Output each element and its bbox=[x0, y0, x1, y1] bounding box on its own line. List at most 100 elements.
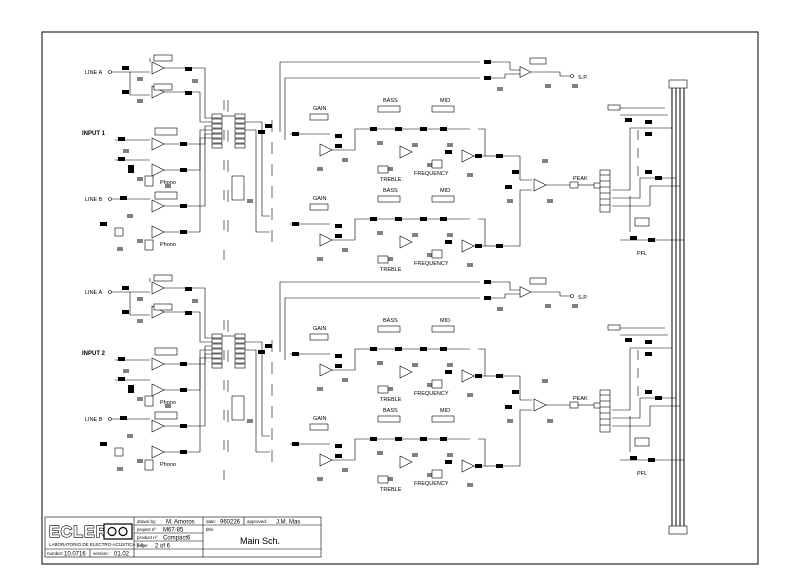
switch-contact bbox=[234, 143, 246, 149]
svg-text:title:: title: bbox=[206, 527, 214, 532]
pfl-block bbox=[634, 217, 650, 227]
resistor bbox=[484, 60, 491, 64]
bass-label: BASS bbox=[383, 188, 398, 194]
resistor bbox=[122, 286, 129, 290]
opamp-symbol bbox=[399, 145, 413, 159]
phono-label: Phono bbox=[160, 400, 176, 406]
feedback-block bbox=[529, 57, 547, 65]
opamp-symbol bbox=[151, 225, 165, 239]
mid-pot bbox=[431, 195, 455, 203]
opamp-symbol bbox=[151, 419, 165, 433]
opamp-symbol bbox=[151, 445, 165, 459]
svg-text:page:: page: bbox=[137, 543, 148, 548]
opamp-symbol bbox=[151, 61, 165, 75]
product-value: Compact6 bbox=[163, 536, 191, 542]
frequency-label: FREQUENCY bbox=[414, 481, 449, 487]
resistor bbox=[120, 416, 127, 420]
switch-contact bbox=[211, 123, 223, 129]
bus-connector-top bbox=[668, 79, 688, 89]
switch-contact bbox=[211, 128, 223, 134]
peak-led bbox=[569, 401, 579, 409]
frequency-pot bbox=[431, 469, 443, 479]
resistor bbox=[335, 454, 342, 458]
trim-block bbox=[144, 175, 154, 187]
switch-contact bbox=[234, 118, 246, 124]
resistor bbox=[118, 137, 125, 141]
drawn-by-value: M. Amoros bbox=[166, 520, 195, 526]
opamp-symbol bbox=[151, 357, 165, 371]
resistor bbox=[265, 124, 272, 128]
resistor bbox=[645, 390, 652, 394]
line-a-label: LINE A bbox=[85, 290, 102, 296]
opamp-symbol bbox=[461, 149, 475, 163]
feedback-block bbox=[153, 274, 173, 282]
version-value: 01.02 bbox=[114, 552, 130, 558]
output-bus bbox=[668, 79, 688, 535]
resistor bbox=[122, 310, 129, 314]
svg-text:date:: date: bbox=[206, 519, 216, 524]
resistor bbox=[630, 236, 637, 240]
resistor bbox=[100, 222, 107, 226]
resistor bbox=[185, 287, 192, 291]
resistor bbox=[292, 352, 299, 356]
resistor bbox=[648, 238, 655, 242]
gain-label: GAIN bbox=[313, 416, 326, 422]
switch-contact bbox=[234, 123, 246, 129]
resistor bbox=[122, 66, 129, 70]
resistor bbox=[420, 127, 427, 131]
treble-pot bbox=[377, 255, 389, 264]
switch-contact bbox=[234, 348, 246, 354]
resistor bbox=[292, 222, 299, 226]
switch-contact bbox=[234, 138, 246, 144]
switch-contact bbox=[211, 113, 223, 119]
resistor bbox=[335, 144, 342, 148]
frequency-label: FREQUENCY bbox=[414, 391, 449, 397]
capacitor-block bbox=[128, 385, 134, 393]
bass-pot bbox=[377, 415, 401, 423]
feedback-block bbox=[153, 303, 173, 311]
approved-value: J.M. Mas bbox=[276, 520, 300, 526]
switch-contact bbox=[211, 358, 223, 364]
switch-contact bbox=[211, 338, 223, 344]
resistor bbox=[100, 442, 107, 446]
trim-block bbox=[144, 239, 154, 251]
treble-label: TREBLE bbox=[380, 487, 402, 493]
resistor bbox=[370, 437, 377, 441]
phono-label: Phono bbox=[160, 462, 176, 468]
treble-pot bbox=[377, 475, 389, 484]
resistor bbox=[645, 352, 652, 356]
switch-contact bbox=[234, 343, 246, 349]
resistor bbox=[625, 118, 632, 122]
resistor bbox=[420, 347, 427, 351]
resistor bbox=[630, 456, 637, 460]
svg-text:version:: version: bbox=[93, 551, 109, 556]
line-b-label: LINE B bbox=[85, 417, 103, 423]
jack bbox=[108, 417, 112, 421]
resistor bbox=[512, 390, 519, 394]
svg-text:number:: number: bbox=[47, 551, 64, 556]
resistor bbox=[185, 67, 192, 71]
resistor bbox=[370, 217, 377, 221]
gain-label: GAIN bbox=[313, 326, 326, 332]
jack bbox=[108, 70, 112, 74]
resistor bbox=[370, 127, 377, 131]
resistor bbox=[445, 460, 452, 464]
resistor bbox=[118, 377, 125, 381]
fader-connector bbox=[599, 169, 611, 213]
opamp-symbol bbox=[533, 398, 547, 412]
phono-label: Phono bbox=[160, 180, 176, 186]
pfl-label: PFL bbox=[637, 251, 647, 257]
feedback-block bbox=[153, 83, 173, 91]
jack bbox=[108, 290, 112, 294]
resistor bbox=[484, 296, 491, 300]
gain-pot bbox=[309, 113, 329, 121]
date-value: 960226 bbox=[220, 520, 241, 526]
switch-contact bbox=[211, 133, 223, 139]
trim-block bbox=[144, 459, 154, 471]
switch-contact bbox=[211, 118, 223, 124]
opamp-symbol bbox=[151, 199, 165, 213]
gain-pot bbox=[309, 333, 329, 341]
sp-output bbox=[570, 294, 574, 298]
